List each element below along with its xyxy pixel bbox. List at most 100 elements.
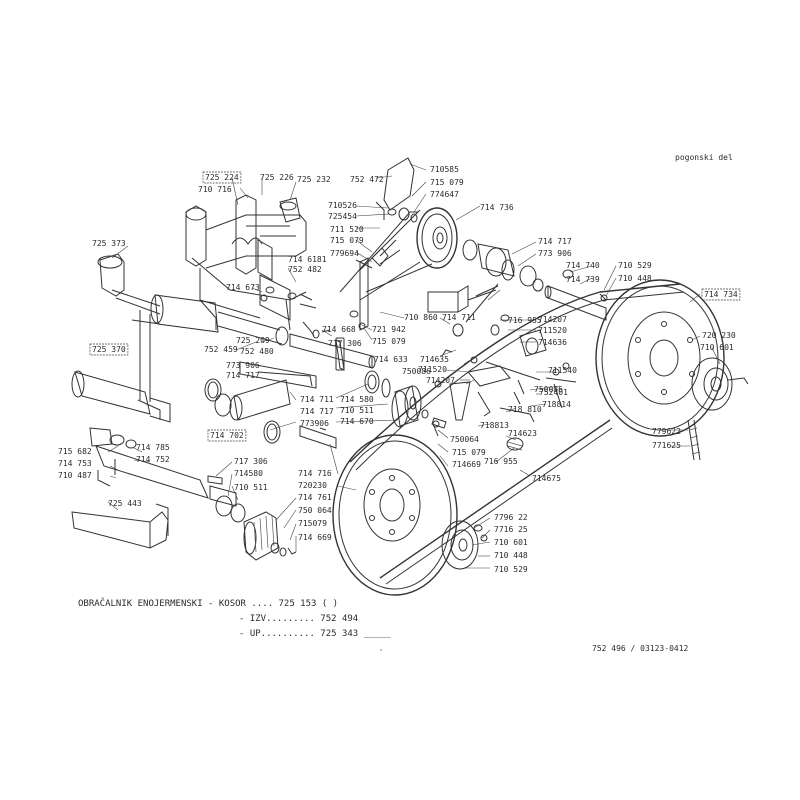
frame-assembly (97, 194, 307, 420)
central-shaft (289, 333, 376, 371)
part-label: 714 739 (566, 275, 600, 284)
part-label: 715 682 (58, 447, 92, 456)
part-label: 725 232 (297, 175, 331, 184)
part-label: 714207 (426, 376, 455, 385)
part-label: 7796 22 (494, 513, 528, 522)
part-label: 714669 (452, 460, 481, 469)
part-label: 714 580 (340, 395, 374, 404)
top-bracket (355, 157, 418, 269)
part-label: 752 480 (240, 347, 274, 356)
part-label: 714 6181 (288, 255, 327, 264)
part-label: 725 209 (236, 336, 270, 345)
part-label: 725 373 (92, 239, 126, 248)
footer-line-2: - IZV......... 752 494 (239, 614, 358, 624)
part-label: 773906 (300, 419, 329, 428)
part-label: 717 306 (234, 457, 268, 466)
main-v-belt (349, 283, 685, 585)
part-label: 710 511 (340, 406, 374, 415)
part-label: 752 482 (288, 265, 322, 274)
part-label: 715 079 (330, 236, 364, 245)
part-label: 710 448 (494, 551, 528, 560)
part-label: 711520 (418, 365, 447, 374)
part-label: 750086 (402, 367, 431, 376)
part-label: 714 717 (300, 407, 334, 416)
tensioner-bracket (434, 283, 577, 451)
part-label-box (89, 343, 129, 356)
part-label: 714675 (532, 474, 561, 483)
corner-note: pogonski del (675, 153, 733, 162)
drawing-linework (71, 157, 749, 651)
part-label: 714 716 (298, 469, 332, 478)
part-label: 779622 (652, 427, 681, 436)
part-label: 725 370 (92, 345, 126, 354)
part-label: 716 955 (484, 457, 518, 466)
part-label: 714623 (508, 429, 537, 438)
part-label: 714 669 (298, 533, 332, 542)
part-label: 714 711 (442, 313, 476, 322)
right-upper-bearing (462, 239, 608, 321)
leader-lines (107, 163, 721, 569)
part-label-box (202, 171, 242, 184)
part-label: 715079 (298, 519, 327, 528)
part-label: 714 702 (210, 431, 244, 440)
part-label: 714 736 (480, 203, 514, 212)
part-label: 711520 (538, 326, 567, 335)
part-label: 750 064 (298, 506, 332, 515)
footer-line-1: OBRAČALNIK ENOJERMENSKI - KOSOR .... 725… (78, 597, 338, 609)
small-fasteners (260, 286, 440, 437)
drawing-number: 752 496 / 03123-0412 (592, 644, 689, 653)
part-label: 710 529 (494, 565, 528, 574)
part-label: 710585 (430, 165, 459, 174)
part-label: 714207 (538, 315, 567, 324)
part-label: 718 810 (508, 405, 542, 414)
part-label: 750064 (450, 435, 479, 444)
part-label: 714 633 (374, 355, 408, 364)
part-label: 725454 (328, 212, 357, 221)
part-label: 714 734 (704, 290, 738, 299)
part-label: 720 230 (702, 331, 736, 340)
part-label: 714 785 (136, 443, 170, 452)
part-label: 710 601 (700, 343, 734, 352)
footer-line-3: - UP.......... 725 343 _____ (239, 629, 391, 639)
part-label: 717 306 (328, 339, 362, 348)
part-label: 771625 (652, 441, 681, 450)
part-label: 711540 (548, 366, 577, 375)
part-label: 718813 (480, 421, 509, 430)
part-label: 710526 (328, 201, 357, 210)
part-label: 779694 (330, 249, 359, 258)
part-label: 773 906 (538, 249, 572, 258)
part-label: 714 752 (136, 455, 170, 464)
part-label: 7716 25 (494, 525, 528, 534)
part-label: 714 740 (566, 261, 600, 270)
part-label: 710 487 (58, 471, 92, 480)
part-label: 715 079 (372, 337, 406, 346)
tension-roller (207, 425, 337, 561)
part-label: 714 673 (226, 283, 260, 292)
lower-hub (441, 520, 488, 570)
part-label: 714636 (538, 338, 567, 347)
part-label: 714 753 (58, 459, 92, 468)
part-label-box (701, 288, 741, 301)
part-label: 716 955 (508, 316, 542, 325)
part-label: 710 511 (234, 483, 268, 492)
part-label: 714 717 (538, 237, 572, 246)
lower-left-axle (71, 370, 237, 549)
part-label: 718814 (542, 400, 571, 409)
part-label: 721 942 (372, 325, 406, 334)
lower-drive-pulley (332, 434, 458, 596)
upper-pulley-belt (339, 207, 499, 331)
part-label: 710 601 (494, 538, 528, 547)
part-label: 714 668 (322, 325, 356, 334)
part-label: 774647 (430, 190, 459, 199)
part-label: 710 860 (404, 313, 438, 322)
part-label: 750086 (534, 385, 563, 394)
part-label: 710 448 (618, 274, 652, 283)
part-label-box (207, 429, 247, 442)
part-label: 725 224 (205, 173, 239, 182)
part-label: 715 079 (430, 178, 464, 187)
part-label: 715 079 (452, 448, 486, 457)
part-label: 714 711 (300, 395, 334, 404)
part-label: 710 716 (198, 185, 232, 194)
